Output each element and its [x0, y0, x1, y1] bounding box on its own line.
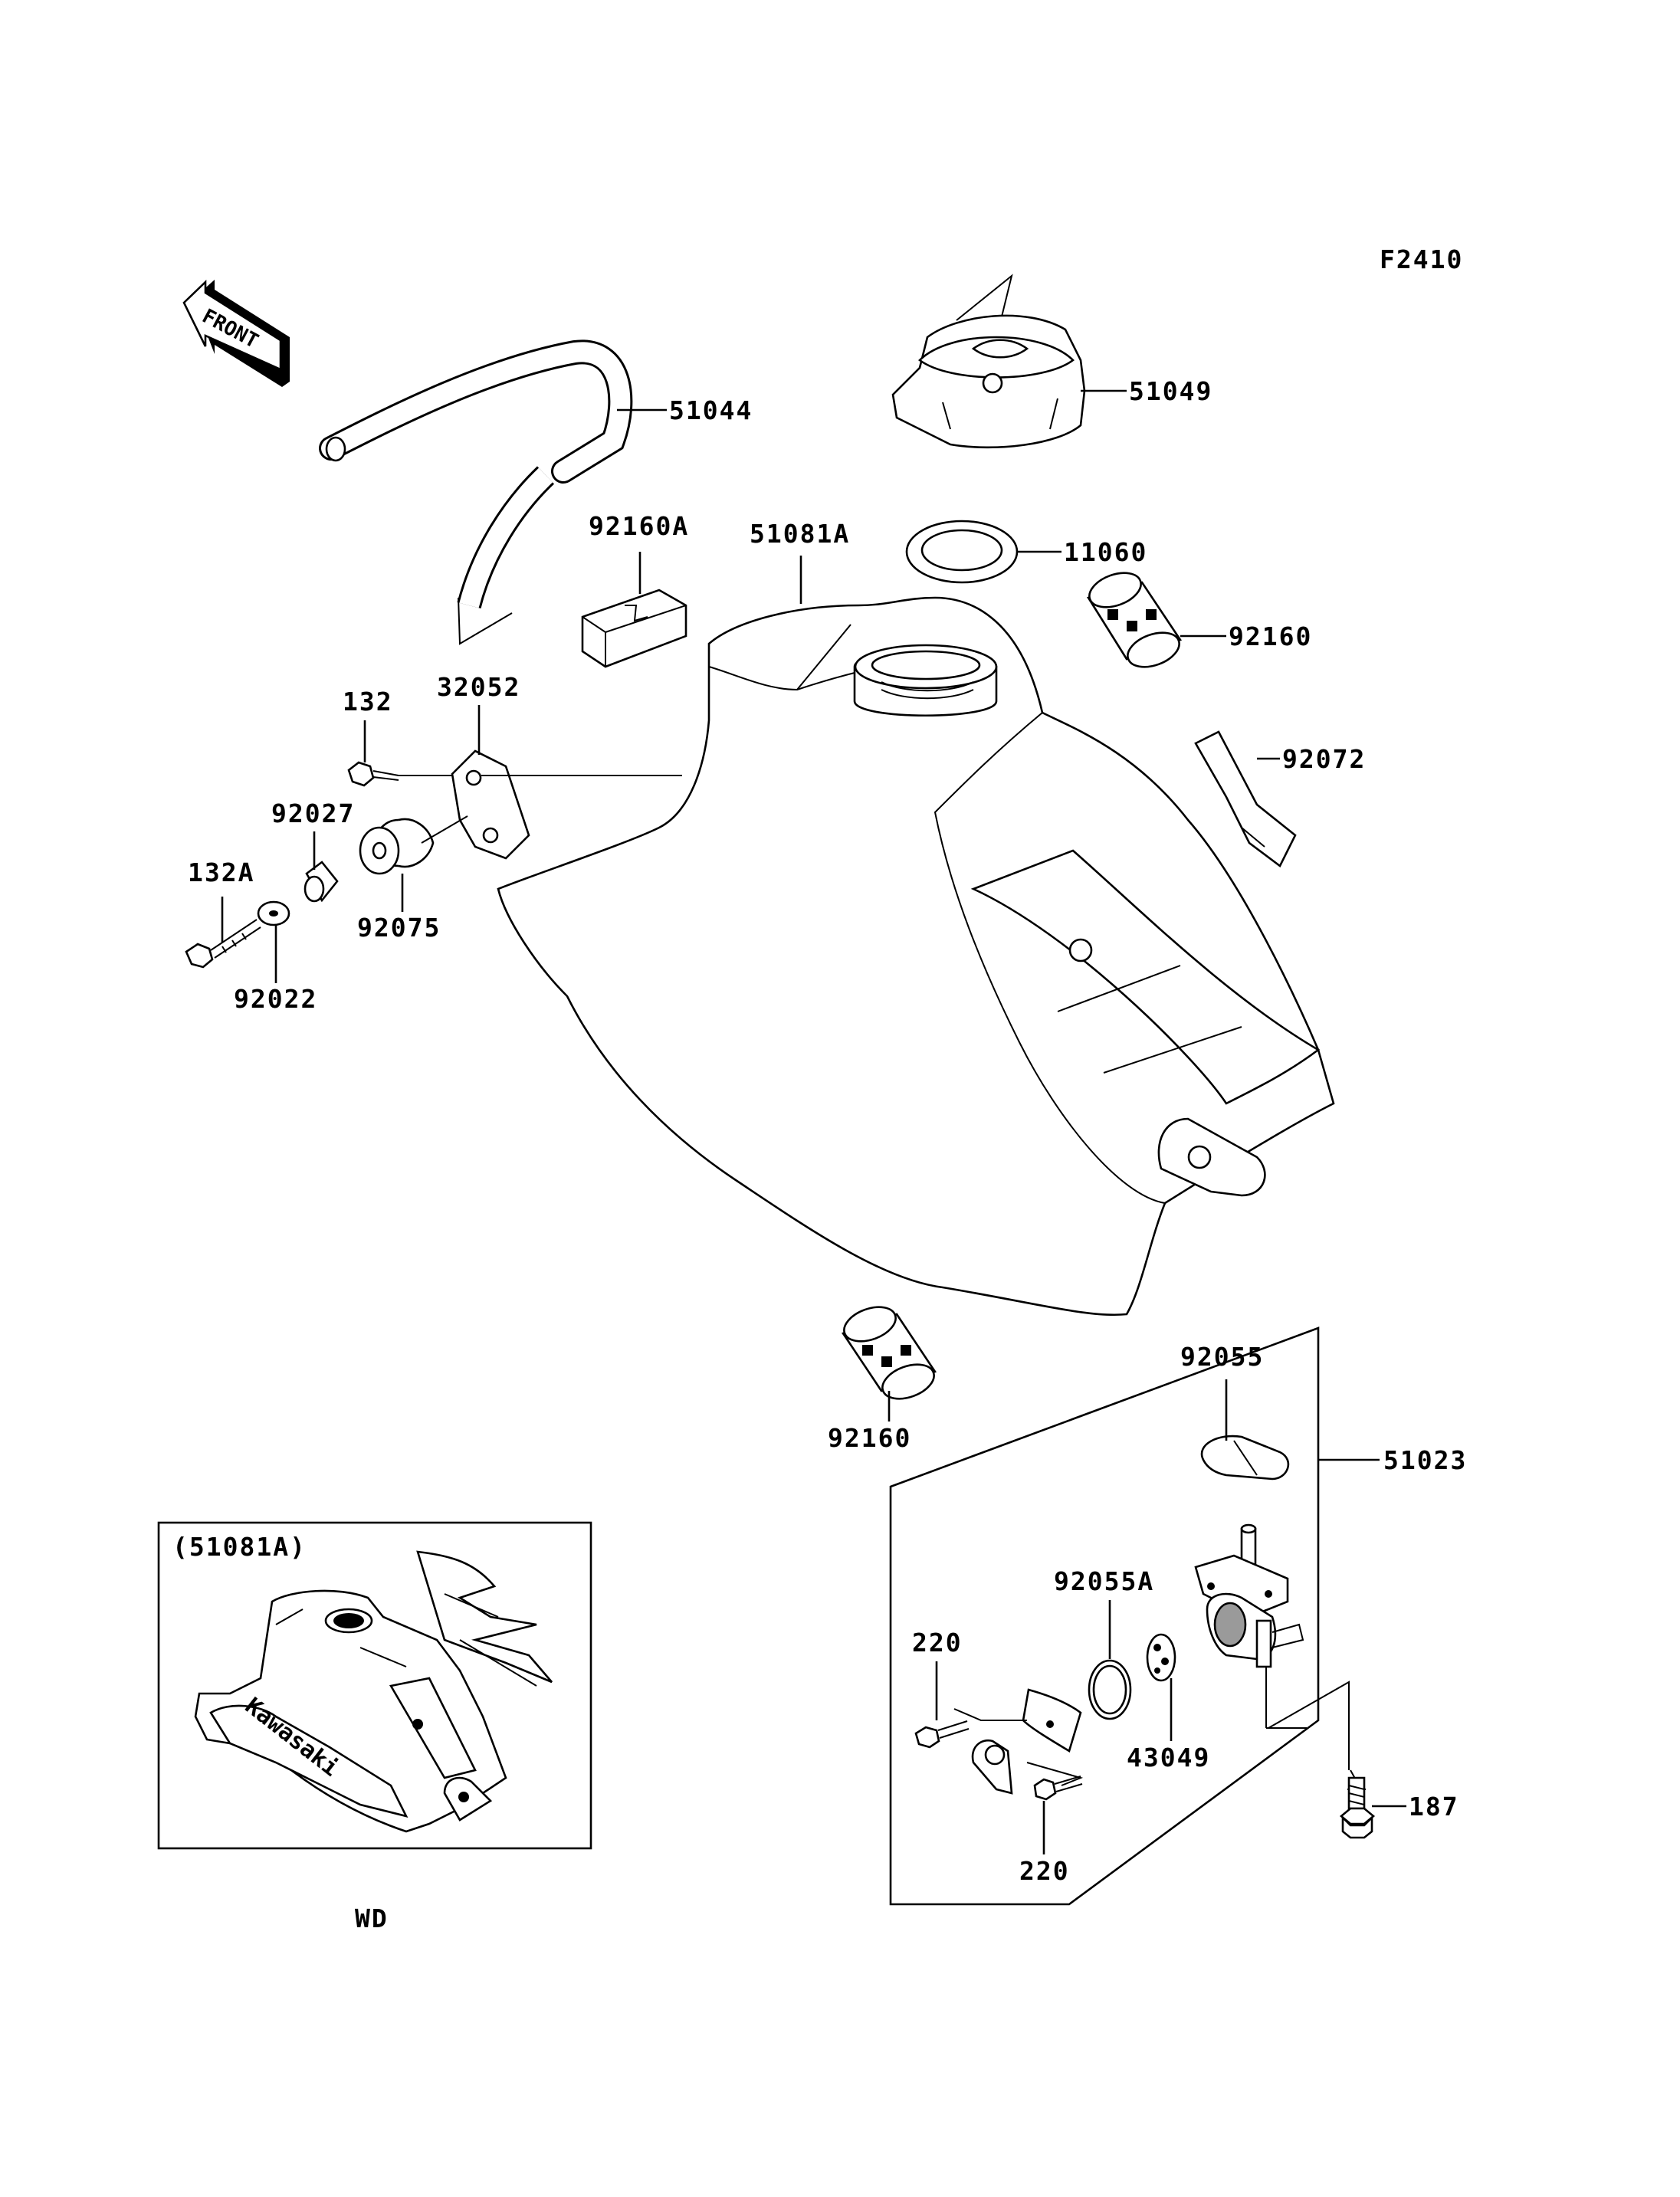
callout-220-bottom: 220	[1019, 1856, 1070, 1886]
callout-92072: 92072	[1282, 744, 1366, 774]
callout-92055A: 92055A	[1054, 1566, 1154, 1596]
callout-92160-bottom: 92160	[828, 1423, 911, 1453]
front-arrow-icon: FRONT	[182, 279, 290, 387]
gasket-43049	[1146, 1633, 1176, 1682]
bolt-187	[1339, 1769, 1376, 1839]
fuel-tank	[497, 596, 1335, 1317]
callout-92027: 92027	[271, 798, 355, 828]
callout-92022: 92022	[234, 984, 317, 1014]
callout-51081A: 51081A	[750, 519, 850, 549]
gasket-92055	[1200, 1435, 1290, 1481]
inset-title: (51081A)	[172, 1532, 307, 1562]
callout-92160-top: 92160	[1229, 621, 1312, 651]
callout-187: 187	[1409, 1792, 1459, 1822]
damper-bottom	[841, 1306, 937, 1400]
bolt-132	[347, 761, 452, 787]
figure-code: F2410	[1380, 244, 1463, 274]
callout-51023: 51023	[1383, 1445, 1467, 1475]
damper-block	[581, 589, 687, 668]
callout-132A: 132A	[188, 857, 254, 887]
callout-43049: 43049	[1127, 1743, 1210, 1772]
variant-inset: (51081A) Kawasaki	[157, 1521, 592, 1850]
o-ring	[1088, 1659, 1132, 1720]
collar	[304, 861, 339, 903]
bracket	[451, 749, 682, 860]
callout-92160A: 92160A	[589, 511, 689, 541]
callout-92055: 92055	[1180, 1342, 1264, 1372]
inset-caption: WD	[355, 1904, 389, 1933]
callout-51044: 51044	[669, 395, 753, 425]
callout-132: 132	[343, 687, 393, 716]
lever-assembly	[914, 1688, 1084, 1801]
callout-11060: 11060	[1064, 537, 1147, 567]
callout-220-top: 220	[912, 1628, 963, 1658]
washer	[257, 900, 290, 926]
fuel-cock-frame	[889, 1326, 1320, 1906]
callout-51049: 51049	[1129, 376, 1212, 406]
damper-top	[1086, 572, 1183, 668]
bolt-132A	[185, 919, 261, 969]
breather-hose	[319, 339, 633, 645]
grommet	[359, 815, 468, 875]
callout-92075: 92075	[357, 913, 441, 943]
fuel-cap	[891, 274, 1086, 449]
cap-gasket	[905, 520, 1019, 584]
callout-32052: 32052	[437, 672, 520, 702]
fuel-cock	[1194, 1523, 1350, 1770]
tank-band	[1194, 730, 1297, 867]
